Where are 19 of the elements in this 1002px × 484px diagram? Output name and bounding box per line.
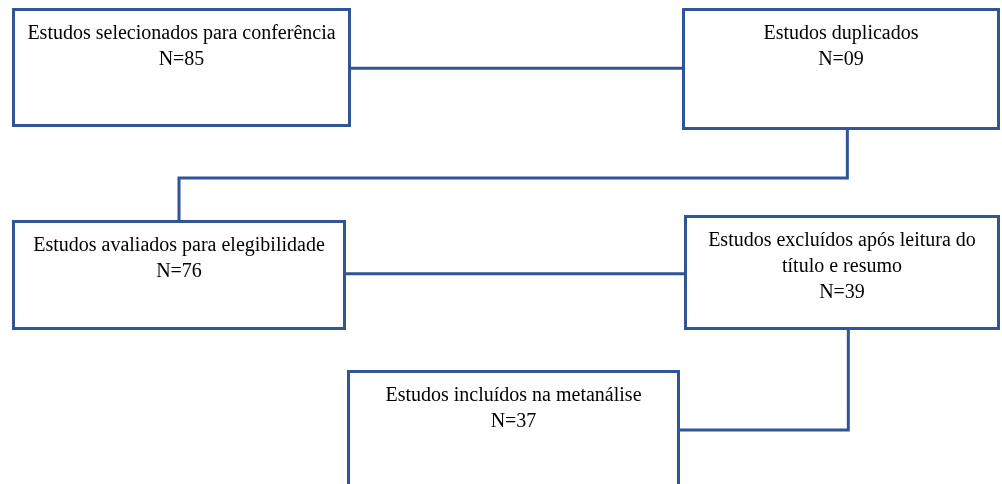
count-text: N=39 — [819, 279, 865, 304]
process-box — [12, 220, 346, 330]
count-text: N=37 — [490, 408, 537, 433]
box-text: Estudos selecionados para conferência — [27, 20, 336, 45]
box-text: Estudos duplicados — [763, 20, 919, 45]
connector-line — [346, 272, 684, 276]
process-box — [347, 370, 680, 484]
count-text: N=85 — [158, 46, 205, 71]
box-text: Estudos avaliados para elegibilidade — [33, 232, 325, 257]
connector-line — [680, 330, 850, 432]
process-box — [682, 8, 1000, 130]
box-text: Estudos incluídos na metanálise — [385, 382, 642, 407]
connector-line — [177, 130, 849, 220]
count-text: N=76 — [156, 258, 202, 283]
process-box — [684, 215, 1000, 330]
process-box — [12, 8, 351, 127]
count-text: N=09 — [818, 46, 864, 71]
connector-line — [351, 66, 682, 70]
box-text: Estudos excluídos após leitura do título e resumo — [707, 227, 977, 278]
